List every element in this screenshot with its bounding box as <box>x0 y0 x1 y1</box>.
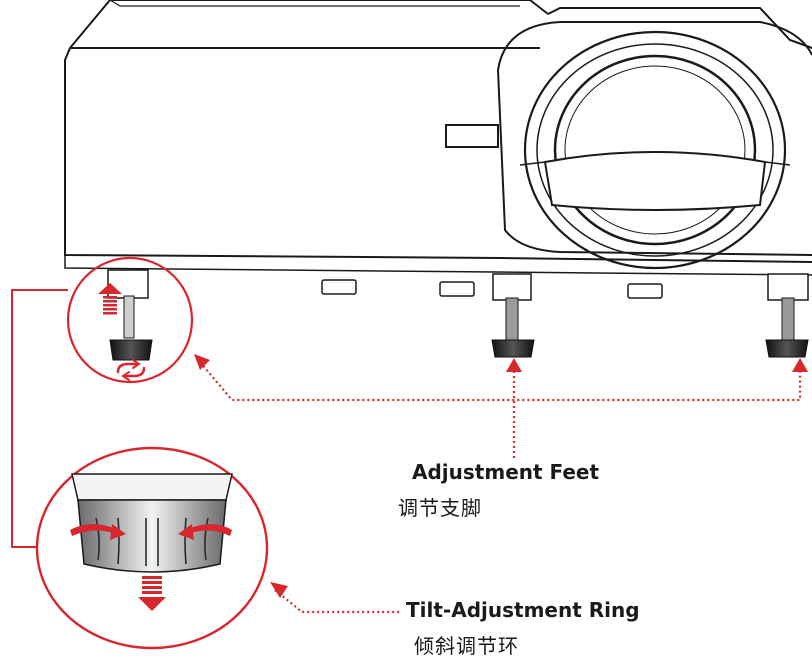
projector-body <box>64 0 812 276</box>
zoom-circle-small <box>66 256 194 384</box>
callout-arrowheads <box>194 354 808 372</box>
zoom-circle-large <box>35 446 269 650</box>
curved-arrows-icon <box>70 524 232 540</box>
right-adjustment-foot <box>765 273 809 358</box>
bottom-pads <box>321 279 663 299</box>
adjustment-feet-label: Adjustment Feet <box>412 460 600 484</box>
tilt-ring-label-zh: 倾斜调节环 <box>414 634 519 658</box>
arrow-down-icon <box>138 576 166 611</box>
rotate-arrows-icon <box>116 359 146 381</box>
connector-bracket <box>11 289 68 548</box>
adjustment-feet-callout-lines <box>199 361 802 458</box>
projector-lens <box>519 30 791 270</box>
tilt-ring-callout-line <box>270 582 402 614</box>
arrow-up-icon <box>98 283 122 315</box>
tilt-adjustment-ring-shape <box>77 499 227 573</box>
middle-adjustment-foot <box>491 273 535 358</box>
front-slot <box>445 124 499 148</box>
left-adjustment-foot <box>107 269 153 361</box>
tilt-ring-label: Tilt-Adjustment Ring <box>406 598 640 622</box>
adjustment-feet-label-zh: 调节支脚 <box>398 496 482 520</box>
